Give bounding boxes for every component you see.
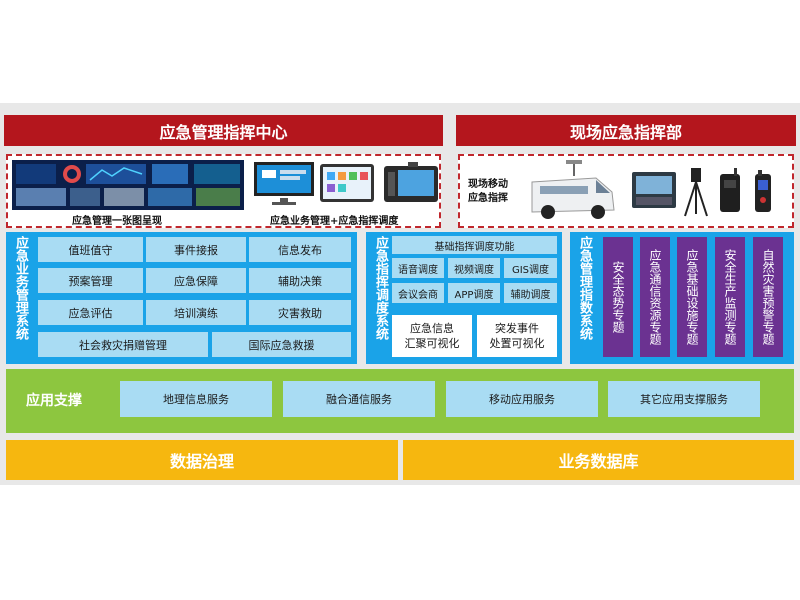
support-service-cell: 融合通信服务 <box>283 381 435 417</box>
dispatch-system-title: 应急指挥调度系统 <box>373 236 388 340</box>
app-support-title: 应用支撑 <box>26 393 82 409</box>
support-service-cell: 地理信息服务 <box>120 381 272 417</box>
index-topic: 应急通信资源专题 <box>640 237 670 357</box>
business-cell: 信息发布 <box>249 237 351 262</box>
monitor-image <box>254 162 314 205</box>
field-command-images: 现场移动 应急指挥 <box>458 154 794 228</box>
handheld-terminal-image <box>755 170 771 212</box>
business-cell: 预案管理 <box>38 268 143 293</box>
index-topic: 安全生产监测专题 <box>715 237 745 357</box>
dashboard-wall-image <box>12 160 244 210</box>
business-cell: 事件接报 <box>146 237 246 262</box>
business-cell: 辅助决策 <box>249 268 351 293</box>
business-cell: 值班值守 <box>38 237 143 262</box>
dispatch-header-cell: 基础指挥调度功能 <box>392 236 557 254</box>
command-center-images: 应急管理一张图呈现 应急业务管理+应急指挥调度 <box>6 154 441 228</box>
index-topic: 应急基础设施专题 <box>677 237 707 357</box>
dispatch-cell: 语音调度 <box>392 258 444 278</box>
dispatch-visual-cell: 突发事件 处置可视化 <box>477 315 557 357</box>
business-cell: 应急评估 <box>38 300 143 325</box>
business-system-title: 应急业务管理系统 <box>13 236 28 340</box>
index-system-title: 应急管理指数系统 <box>577 236 592 340</box>
command-vehicle-image <box>531 160 615 219</box>
dispatch-visual-cell: 应急信息 汇聚可视化 <box>392 315 472 357</box>
business-wide-cell: 国际应急救援 <box>212 332 351 357</box>
data-governance-bar: 数据治理 <box>6 440 398 480</box>
dispatch-cell: 视频调度 <box>448 258 500 278</box>
business-cell: 应急保障 <box>146 268 246 293</box>
dispatch-cell: 辅助调度 <box>504 283 557 303</box>
business-wide-cell: 社会救灾捐赠管理 <box>38 332 208 357</box>
field-command-header: 现场应急指挥部 <box>456 115 796 146</box>
dispatch-cell: 会议会商 <box>392 283 444 303</box>
portable-terminal-image <box>632 172 676 208</box>
tablet-image <box>320 164 374 202</box>
business-database-bar: 业务数据库 <box>403 440 794 480</box>
index-topic: 自然灾害预警专题 <box>753 237 783 357</box>
business-cell: 灾害救助 <box>249 300 351 325</box>
business-dispatch-caption: 应急业务管理+应急指挥调度 <box>270 216 399 227</box>
one-map-caption: 应急管理一张图呈现 <box>72 216 162 227</box>
portable-radio-image <box>720 168 740 212</box>
dispatch-cell: GIS调度 <box>504 258 557 278</box>
field-mobile-label: 现场移动 应急指挥 <box>468 179 508 204</box>
support-service-cell: 其它应用支撑服务 <box>608 381 760 417</box>
dispatch-cell: APP调度 <box>448 283 500 303</box>
tripod-camera-image <box>684 168 708 217</box>
support-service-cell: 移动应用服务 <box>446 381 598 417</box>
index-topic: 安全态势专题 <box>603 237 633 357</box>
video-phone-image <box>384 162 438 202</box>
command-center-header: 应急管理指挥中心 <box>4 115 443 146</box>
business-cell: 培训演练 <box>146 300 246 325</box>
